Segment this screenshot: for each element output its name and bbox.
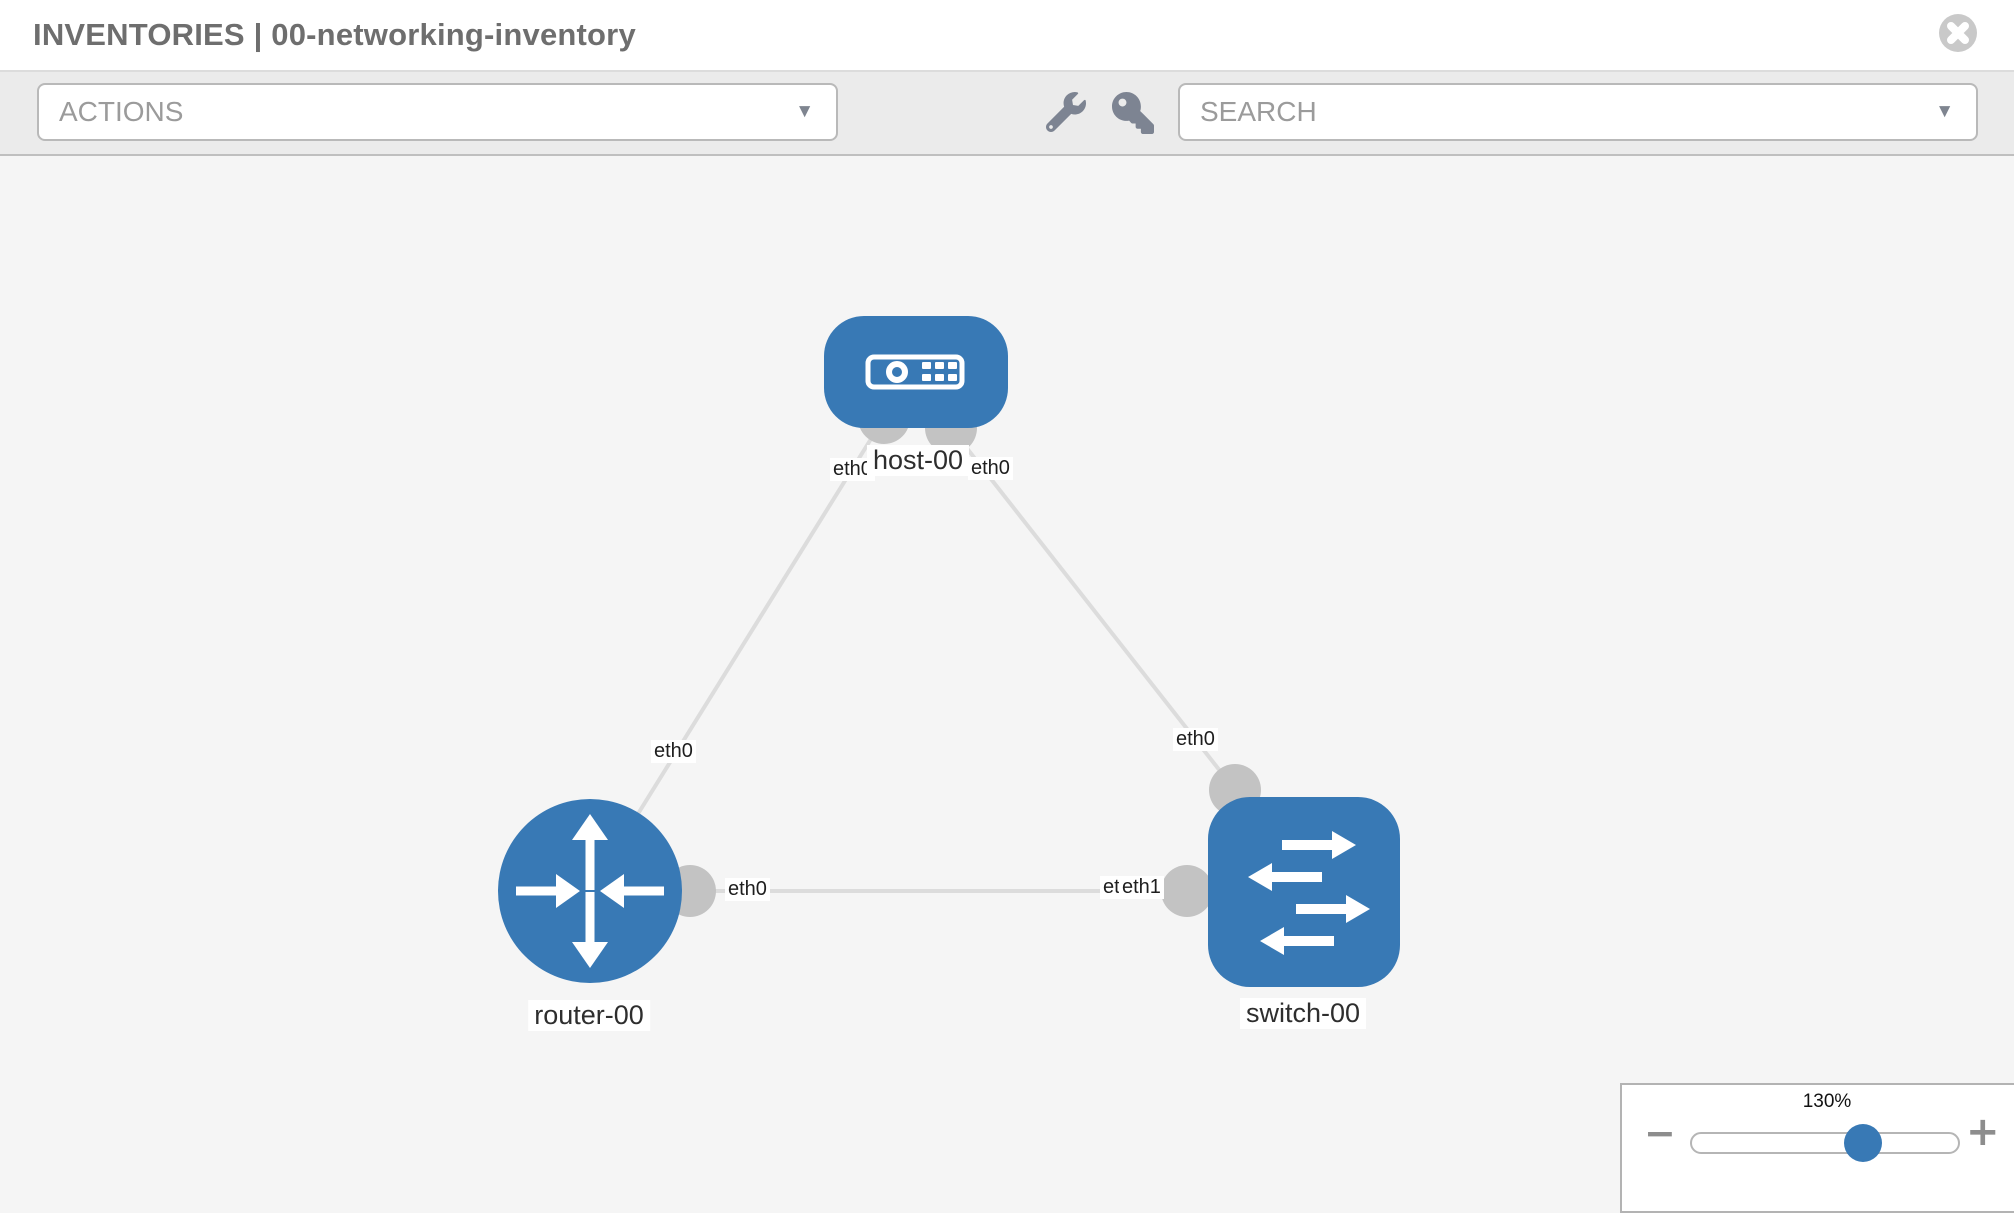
chevron-down-icon: ▼ — [795, 101, 814, 122]
node-router-00[interactable] — [498, 799, 682, 1040]
actions-dropdown-label: ACTIONS — [59, 96, 184, 127]
wrench-icon — [1046, 92, 1086, 132]
search-dropdown[interactable]: SEARCH ▼ — [1178, 83, 1978, 141]
wrench-button[interactable] — [1046, 92, 1086, 132]
node-label-host: host-00 — [866, 445, 970, 476]
topology-graph — [498, 316, 1400, 1040]
node-host-00[interactable] — [824, 316, 1008, 428]
actions-dropdown[interactable]: ACTIONS ▼ — [37, 83, 838, 141]
zoom-level-value: 130% — [1802, 1091, 1852, 1112]
switch-icon — [1248, 831, 1370, 955]
host-icon — [865, 354, 965, 390]
iface-label-switch-left-eth1: eth1 — [1119, 876, 1164, 899]
router-icon — [516, 814, 664, 968]
zoom-slider-knob[interactable] — [1844, 1124, 1882, 1162]
zoom-out-button[interactable]: − — [1644, 1111, 1676, 1155]
iface-label-router-link-eth0: eth0 — [651, 740, 696, 763]
node-label-router: router-00 — [528, 1000, 650, 1031]
page-title: INVENTORIES | 00-networking-inventory — [33, 17, 636, 52]
search-dropdown-label: SEARCH — [1200, 96, 1317, 127]
close-button[interactable] — [1936, 11, 1980, 55]
key-button[interactable] — [1112, 92, 1154, 134]
topology-canvas[interactable]: eth0 eth0 eth0 eth0 eth0 eth0 eth1 host-… — [0, 156, 2014, 1200]
iface-label-switch-top-eth0: eth0 — [1173, 728, 1218, 751]
iface-label-host-eth0-right: eth0 — [968, 457, 1013, 480]
link-host-router[interactable] — [588, 416, 886, 893]
zoom-in-button[interactable]: + — [1966, 1109, 2000, 1155]
port-switch-eth1 — [1161, 865, 1213, 917]
chevron-down-icon: ▼ — [1935, 101, 1954, 122]
key-icon — [1112, 92, 1154, 134]
node-switch-00[interactable] — [1208, 797, 1400, 987]
header-bar: INVENTORIES | 00-networking-inventory — [0, 0, 2014, 72]
iface-label-host-eth0-left: eth0 — [830, 458, 875, 481]
node-label-switch: switch-00 — [1239, 998, 1367, 1029]
iface-label-router-right-eth0: eth0 — [725, 878, 770, 901]
zoom-control-panel: 130% − + — [1620, 1083, 2014, 1213]
zoom-slider-track[interactable] — [1690, 1132, 1960, 1154]
toolbar: ACTIONS ▼ SEARCH ▼ — [0, 72, 2014, 156]
